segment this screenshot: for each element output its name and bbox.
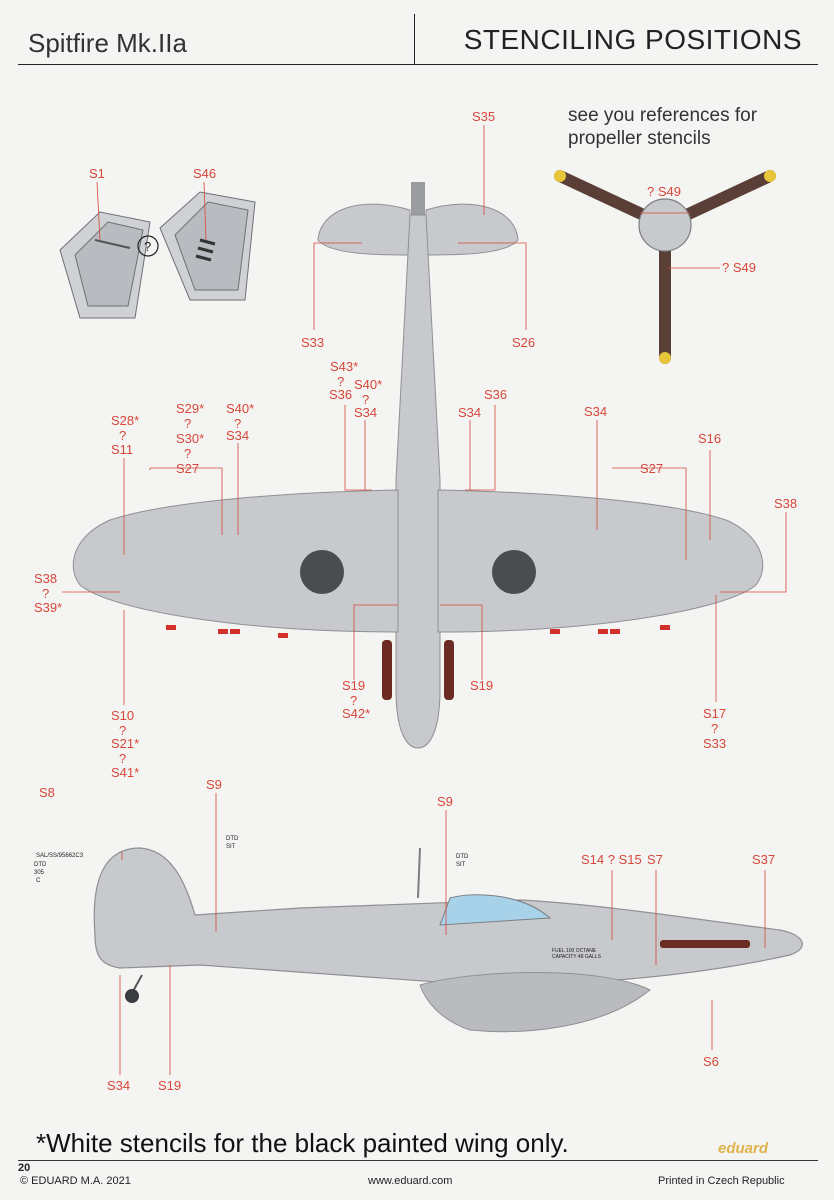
label-q-s30: ? xyxy=(184,446,191,461)
right-wheel-well xyxy=(492,550,536,594)
label-q-s19: ? xyxy=(350,693,357,708)
label-s37: S37 xyxy=(752,852,775,867)
label-s34-a: S34 xyxy=(354,405,377,420)
label-s43: S43* xyxy=(330,359,358,374)
label-s36-b: S36 xyxy=(484,387,507,402)
label-s34-d: S34 xyxy=(226,428,249,443)
label-s40-a: S40* xyxy=(226,401,254,416)
label-s39: S39* xyxy=(34,600,62,615)
dtd-stencil-2: DTD xyxy=(456,854,469,860)
label-s7: S7 xyxy=(647,852,663,867)
label-s27-a: S27 xyxy=(176,461,199,476)
dtd-stencil-tail: DTD xyxy=(34,862,47,868)
label-s33-top: S33 xyxy=(301,335,324,350)
label-s40-b: S40* xyxy=(354,377,382,392)
label-s30: S30* xyxy=(176,431,204,446)
label-s28: S28* xyxy=(111,413,139,428)
website: www.eduard.com xyxy=(368,1175,453,1187)
seat-part-s46 xyxy=(159,191,256,301)
label-s8: S8 xyxy=(39,785,55,800)
capacity-stencil: CAPACITY 48 GALLS xyxy=(552,954,602,960)
label-s42: S42* xyxy=(342,706,370,721)
sit-stencil-2: SIT xyxy=(456,862,466,868)
left-exhaust xyxy=(382,640,392,700)
label-q-s17: ? xyxy=(711,721,718,736)
label-s35: S35 xyxy=(472,109,495,124)
label-s29: S29* xyxy=(176,401,204,416)
label-s34-b: S34 xyxy=(458,405,481,420)
label-s6: S6 xyxy=(703,1054,719,1069)
fuselage-top xyxy=(395,214,441,749)
label-s17: S17 xyxy=(703,706,726,721)
label-s1: S1 xyxy=(89,166,105,181)
label-q-s21: ? xyxy=(119,751,126,766)
num-305-stencil: 305 xyxy=(34,870,45,876)
c-stencil: C xyxy=(36,878,41,884)
right-wing xyxy=(437,489,764,633)
label-s34-e: S34 xyxy=(107,1078,130,1093)
label-s38-a: S38 xyxy=(774,496,797,511)
page-header: Spitfire Mk.IIa STENCILING POSITIONS xyxy=(18,14,818,65)
label-q-s10: ? xyxy=(119,723,126,738)
dtd-stencil-1: DTD xyxy=(226,836,239,842)
label-s34-c: S34 xyxy=(584,404,607,419)
label-s19-b: S19 xyxy=(470,678,493,693)
label-s38-b: S38 xyxy=(34,571,57,586)
left-wing xyxy=(72,489,399,633)
label-s9-b: S9 xyxy=(437,794,453,809)
question-circle xyxy=(137,235,159,257)
label-s49-b: ? S49 xyxy=(722,260,756,275)
label-s21: S21* xyxy=(111,736,139,751)
fuselage-side xyxy=(93,847,803,1033)
label-q-s29: ? xyxy=(184,416,191,431)
propeller-note: see you references for propeller stencil… xyxy=(568,105,758,149)
propeller xyxy=(554,170,776,364)
label-s19-a: S19 xyxy=(342,678,365,693)
label-s49-a: ? S49 xyxy=(647,184,681,199)
right-exhaust xyxy=(444,640,454,700)
white-stencil-note: *White stencils for the black painted wi… xyxy=(36,1128,569,1158)
label-s26: S26 xyxy=(512,335,535,350)
printed-note: Printed in Czech Republic xyxy=(658,1175,785,1187)
label-s36-a: S36 xyxy=(329,387,352,402)
tailplane-top xyxy=(317,182,519,256)
label-s9-a: S9 xyxy=(206,777,222,792)
label-s19-c: S19 xyxy=(158,1078,181,1093)
label-q-s43: ? xyxy=(337,374,344,389)
fuel-stencil: FUEL 100 OCTANE xyxy=(552,948,597,954)
page-footer: © EDUARD M.A. 2021 www.eduard.com Printe… xyxy=(18,1160,818,1187)
question-circle-mark: ? xyxy=(144,239,151,254)
label-q-s38: ? xyxy=(42,586,49,601)
header-divider xyxy=(414,14,415,64)
label-s11: S11 xyxy=(111,442,133,457)
label-s10: S10 xyxy=(111,708,134,723)
page-number: 20 xyxy=(18,1162,31,1174)
label-s41: S41* xyxy=(111,765,139,780)
seat-part-s1 xyxy=(59,211,151,319)
section-title: STENCILING POSITIONS xyxy=(463,24,802,55)
label-s27-b: S27 xyxy=(640,461,663,476)
sit-stencil-1: SIT xyxy=(226,844,236,850)
label-q-s40-a: ? xyxy=(234,416,241,431)
copyright: © EDUARD M.A. 2021 xyxy=(20,1175,131,1187)
label-q-s40: ? xyxy=(362,392,369,407)
label-s14-s15: S14 ? S15 xyxy=(581,852,642,867)
eduard-logo: eduard xyxy=(718,1140,769,1157)
serial-stencil: SAL/SS/95662C3 xyxy=(36,853,84,859)
left-wheel-well xyxy=(300,550,344,594)
aircraft-title: Spitfire Mk.IIa xyxy=(28,28,187,58)
stencil-labels: S1 S46 S35 S33 S26 ? S49 ? S49 S43* ? S3… xyxy=(34,109,797,1093)
label-s33-b: S33 xyxy=(703,736,726,751)
label-s46: S46 xyxy=(193,166,216,181)
wing-red-marks xyxy=(166,625,670,638)
label-q-s28: ? xyxy=(119,428,126,443)
leader-lines xyxy=(62,125,787,1075)
label-s16: S16 xyxy=(698,431,721,446)
